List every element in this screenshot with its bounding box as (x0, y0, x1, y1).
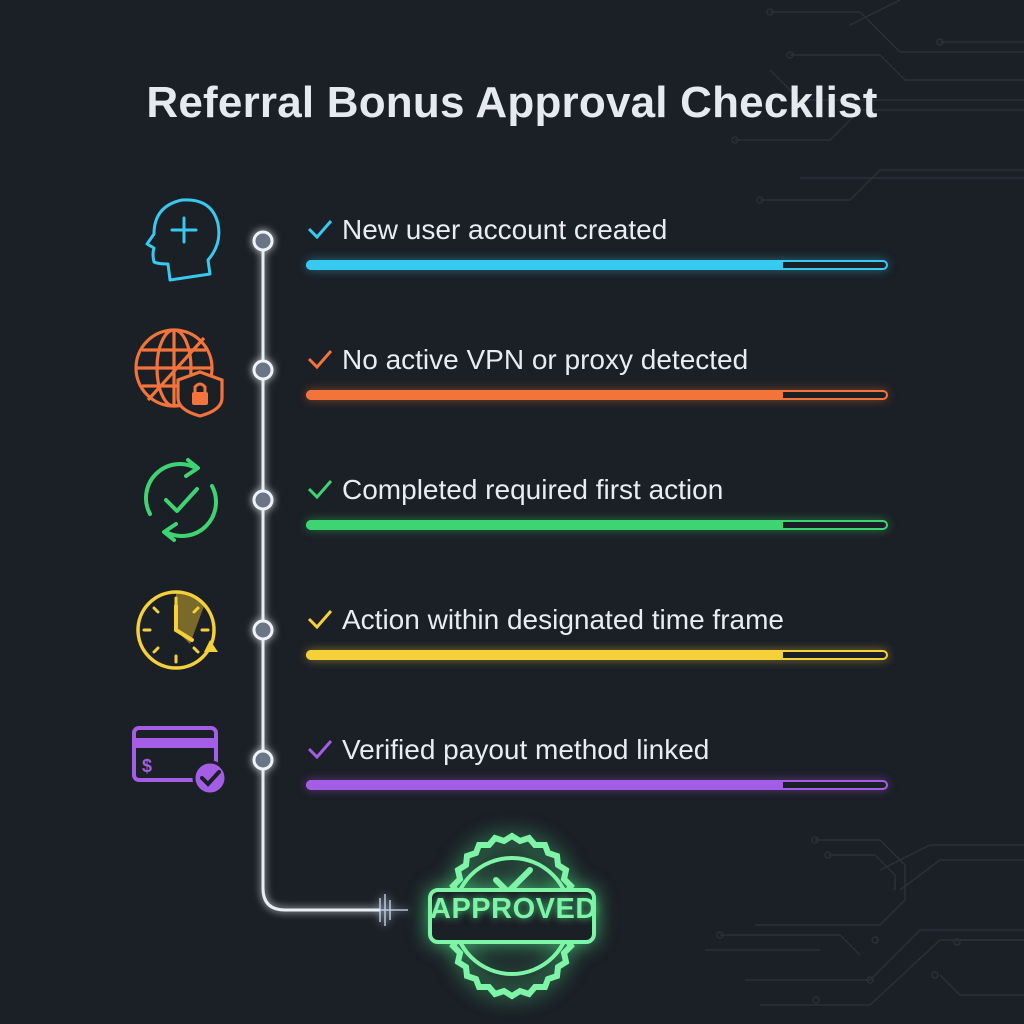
progress-bar (306, 650, 888, 660)
page-title: Referral Bonus Approval Checklist (146, 78, 878, 127)
refresh-check-icon (144, 458, 218, 542)
progress-bar (306, 260, 888, 270)
checkmark-icon (307, 740, 333, 760)
progress-bar (306, 390, 888, 400)
approved-stamp (428, 832, 596, 1000)
checkmark-icon (307, 350, 333, 370)
checklist-item-label: Verified payout method linked (306, 734, 709, 766)
progress-bar (306, 520, 888, 530)
user-plus-head-icon (145, 198, 221, 282)
checklist-item-label: New user account created (306, 214, 667, 246)
checklist-item-time-frame: Action within designated time frame (0, 580, 1024, 680)
svg-text:$: $ (142, 756, 152, 776)
globe-shield-lock-icon (134, 328, 224, 418)
approved-label: APPROVED (430, 893, 597, 925)
checklist-item-vpn: No active VPN or proxy detected (0, 320, 1024, 420)
card-check-icon: $ (132, 726, 228, 796)
checkmark-icon (307, 480, 333, 500)
checkmark-icon (307, 220, 333, 240)
checklist-item-label: No active VPN or proxy detected (306, 344, 748, 376)
checklist-item-first-action: Completed required first action (0, 450, 1024, 550)
progress-bar (306, 780, 888, 790)
checkmark-icon (307, 610, 333, 630)
checklist-item-label: Action within designated time frame (306, 604, 784, 636)
checklist-item-payout: $ Verified payout method linked (0, 710, 1024, 810)
checklist-item-label: Completed required first action (306, 474, 723, 506)
clock-timer-icon (136, 590, 218, 670)
checklist-item-account: New user account created (0, 190, 1024, 290)
